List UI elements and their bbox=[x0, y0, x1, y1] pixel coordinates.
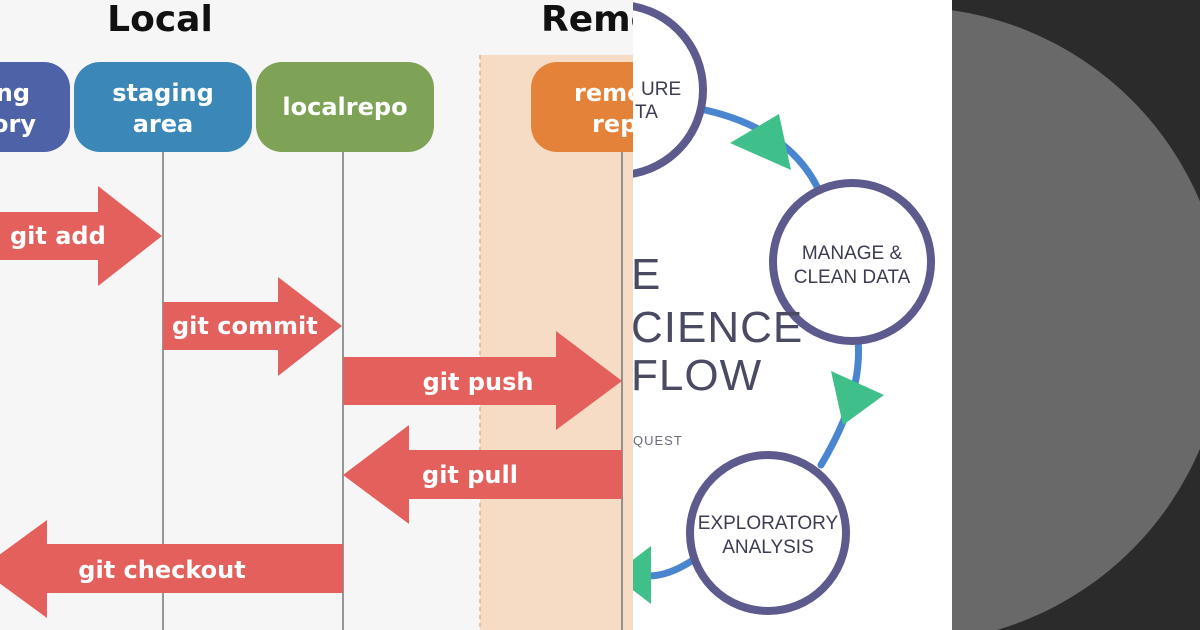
git-push-label: git push bbox=[423, 368, 534, 396]
exploratory-analysis-node: EXPLORATORY ANALYSIS bbox=[686, 451, 850, 615]
staging-area-label-line1: staging bbox=[112, 79, 214, 107]
remote-heading: Remo bbox=[541, 0, 633, 40]
working-directory-box: ing ory bbox=[0, 62, 70, 152]
capture-data-label-line1: URE bbox=[641, 79, 681, 100]
workflow-svg: URE TA MANAGE & CLEAN DATA EXPLORATORY A… bbox=[633, 2, 935, 615]
localrepo-box: localrepo bbox=[256, 62, 434, 152]
data-science-workflow-diagram: URE TA MANAGE & CLEAN DATA EXPLORATORY A… bbox=[633, 0, 952, 630]
dark-placeholder-panel bbox=[952, 0, 1200, 630]
git-diagram-svg: Local Remo ing ory staging area localrep… bbox=[0, 0, 633, 630]
git-commit-label: git commit bbox=[172, 312, 318, 340]
working-directory-label-line1: ing bbox=[0, 79, 30, 107]
staging-area-box: staging area bbox=[74, 62, 252, 152]
workflow-title-line2: CIENCE bbox=[633, 303, 803, 352]
flow-triangle-icon bbox=[633, 546, 651, 604]
remote-repo-label-line2: rep bbox=[592, 110, 633, 138]
manage-clean-data-label-line2: CLEAN DATA bbox=[794, 267, 911, 288]
remote-repo-box: remo rep bbox=[531, 62, 633, 152]
flow-triangle-icon bbox=[730, 114, 791, 170]
git-checkout-arrow: git checkout bbox=[0, 520, 343, 618]
exploratory-analysis-label-line2: ANALYSIS bbox=[722, 537, 814, 558]
git-add-arrow: git add bbox=[0, 186, 162, 286]
workflow-title-line1: E bbox=[633, 250, 661, 299]
git-pull-arrow: git pull bbox=[343, 425, 622, 524]
staging-area-label-line2: area bbox=[133, 110, 194, 138]
dark-panel-svg bbox=[952, 10, 1200, 630]
git-pull-label: git pull bbox=[422, 461, 518, 489]
working-directory-label-line2: ory bbox=[0, 110, 36, 138]
grey-disc-shape bbox=[952, 10, 1200, 630]
capture-data-node: URE TA bbox=[633, 2, 707, 178]
manage-clean-data-node: MANAGE & CLEAN DATA bbox=[769, 179, 935, 345]
capture-data-label-line2: TA bbox=[635, 102, 658, 123]
exploratory-analysis-label-line1: EXPLORATORY bbox=[698, 513, 839, 534]
git-add-label: git add bbox=[10, 222, 106, 250]
flow-triangle-icon bbox=[831, 371, 884, 425]
localrepo-label: localrepo bbox=[282, 93, 407, 121]
git-workflow-diagram: Local Remo ing ory staging area localrep… bbox=[0, 0, 633, 630]
manage-clean-data-label-line1: MANAGE & bbox=[802, 243, 903, 264]
git-push-arrow: git push bbox=[343, 331, 622, 430]
git-commit-arrow: git commit bbox=[163, 277, 342, 376]
local-heading: Local bbox=[107, 0, 213, 40]
remote-repo-label-line1: remo bbox=[574, 79, 633, 107]
workflow-title-line3: FLOW bbox=[633, 351, 762, 400]
workflow-subtitle: QUEST bbox=[633, 433, 683, 448]
git-checkout-label: git checkout bbox=[78, 556, 245, 584]
